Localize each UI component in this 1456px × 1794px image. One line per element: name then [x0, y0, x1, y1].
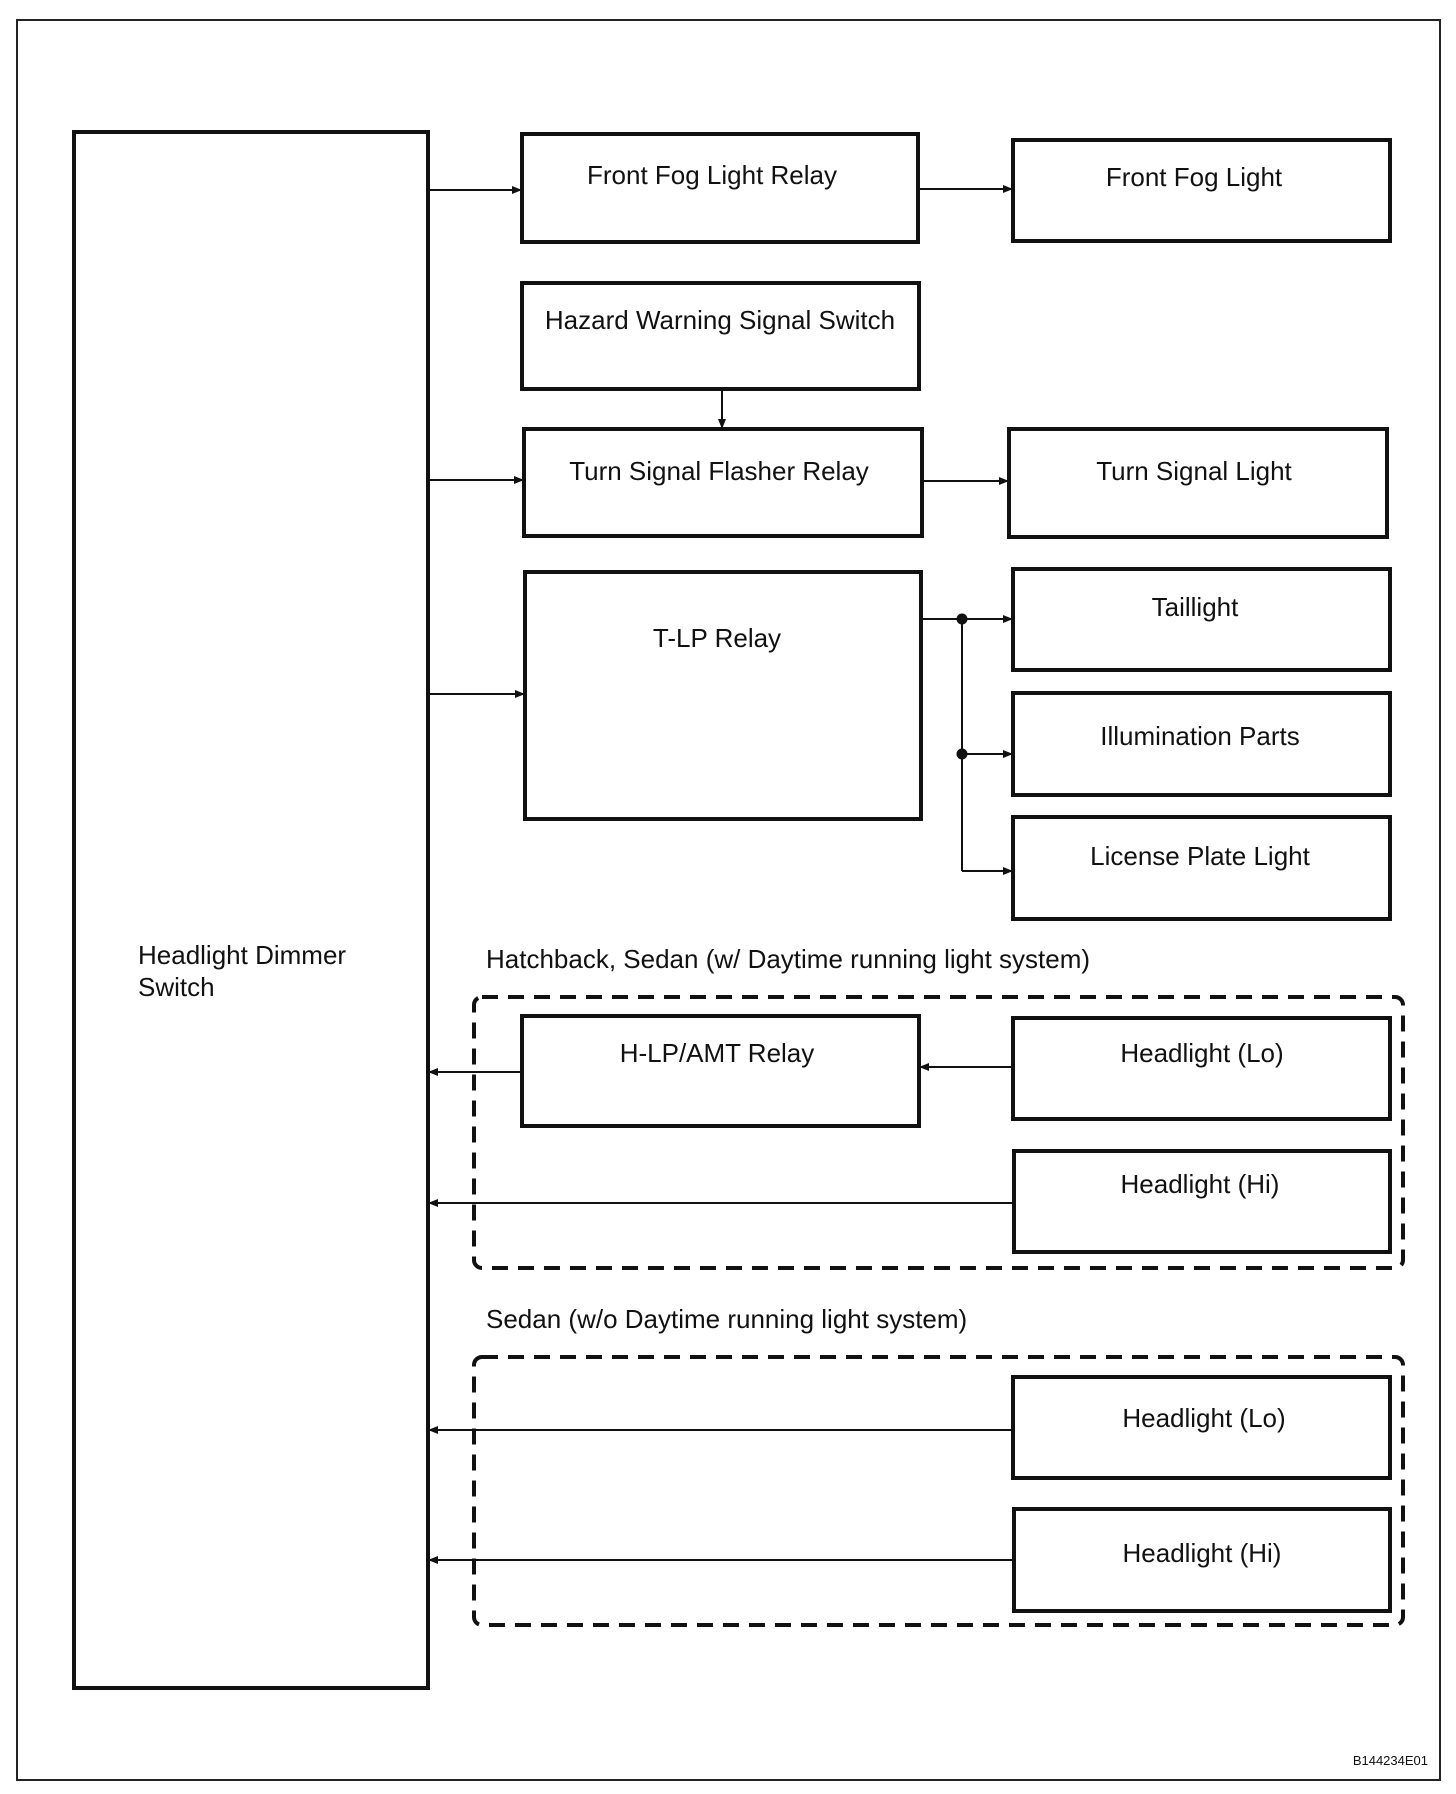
tlp-relay-label: T-LP Relay: [653, 623, 781, 653]
group-no-drl-headlight-hi-box: [1012, 1507, 1392, 1613]
group-drl-headlight-hi-box: [1012, 1149, 1392, 1254]
hazard-warning-signal-switch-box: [520, 281, 921, 391]
headlight-dimmer-switch-label-line2: Switch: [138, 972, 215, 1002]
tlp-relay-box: [523, 570, 923, 821]
illumination-parts-box: [1011, 691, 1392, 797]
turn-signal-flasher-relay-label: Turn Signal Flasher Relay: [569, 456, 869, 486]
junction-dot-illumination: [956, 748, 968, 760]
hazard-warning-signal-switch-label: Hazard Warning Signal Switch: [545, 305, 895, 335]
group-drl-headlight-hi-label: Headlight (Hi): [1121, 1169, 1280, 1199]
hlp-amt-relay-label: H-LP/AMT Relay: [620, 1038, 815, 1068]
group-no-drl-caption: Sedan (w/o Daytime running light system): [486, 1304, 967, 1334]
headlight-dimmer-switch-box: [72, 130, 430, 1690]
junction-dot-taillight: [956, 613, 968, 625]
group-no-drl-headlight-hi-label: Headlight (Hi): [1123, 1538, 1282, 1568]
license-plate-light-label: License Plate Light: [1090, 841, 1310, 871]
taillight-label: Taillight: [1152, 592, 1239, 622]
group-no-drl-headlight-lo-label: Headlight (Lo): [1122, 1403, 1285, 1433]
illumination-parts-label: Illumination Parts: [1100, 721, 1299, 751]
headlight-dimmer-switch-label-line1: Headlight Dimmer: [138, 940, 346, 970]
group-drl-headlight-lo-box: [1011, 1016, 1392, 1121]
front-fog-light-box: [1011, 138, 1392, 243]
group-no-drl-headlight-lo-box: [1011, 1375, 1392, 1480]
outer-frame: [16, 19, 1441, 1781]
turn-signal-light-label: Turn Signal Light: [1096, 456, 1292, 486]
group-no-drl-dashed-frame: [472, 1355, 1405, 1627]
group-drl-dashed-frame: [472, 995, 1405, 1270]
front-fog-light-relay-label: Front Fog Light Relay: [587, 160, 837, 190]
group-drl-headlight-lo-label: Headlight (Lo): [1120, 1038, 1283, 1068]
hlp-amt-relay-box: [520, 1014, 921, 1128]
figure-code: B144234E01: [1353, 1753, 1428, 1768]
tlp-relay-bus-line: [921, 618, 963, 871]
front-fog-light-label: Front Fog Light: [1106, 162, 1283, 192]
group-drl-caption: Hatchback, Sedan (w/ Daytime running lig…: [486, 944, 1090, 974]
license-plate-light-box: [1011, 815, 1392, 921]
turn-signal-light-box: [1007, 427, 1389, 539]
front-fog-light-relay-box: [520, 132, 920, 244]
